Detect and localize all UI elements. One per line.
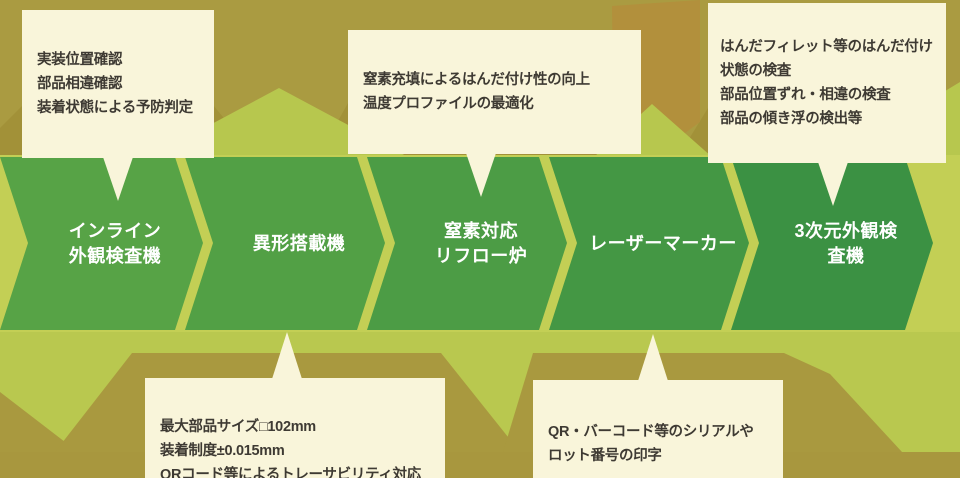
chevron-step-1: [0, 157, 203, 330]
step-label-nitrogen-reflow: 窒素対応 リフロー炉: [434, 221, 528, 266]
hill-shape: [150, 88, 408, 157]
callout-tail-down-icon: [466, 153, 496, 197]
callout-inline-aoi: 実装位置確認 部品相違確認 装着状態による予防判定: [22, 10, 214, 201]
callout-3d-aoi: はんだフィレット等のはんだ付け 状態の検査 部品位置ずれ・相違の検査 部品の傾き…: [708, 3, 946, 206]
chevron-step-3: [367, 157, 567, 330]
callout-tail-up-icon: [272, 332, 302, 379]
step-label-odd-form-placer: 異形搭載機: [252, 233, 346, 254]
step-label-laser-marker: レーザーマーカー: [589, 233, 737, 254]
callout-text: 最大部品サイズ□102mm 装着制度±0.015mm QRコード等によるトレーサ…: [160, 419, 421, 478]
ground-strip: [0, 452, 960, 478]
callout-text: QR・バーコード等のシリアルや ロット番号の印字: [548, 424, 754, 464]
chevron-step-4: [549, 157, 749, 330]
callout-text: 実装位置確認 部品相違確認 装着状態による予防判定: [37, 52, 193, 116]
callout-laser-marker: QR・バーコード等のシリアルや ロット番号の印字: [533, 334, 783, 478]
callout-tail-up-icon: [638, 334, 668, 381]
step-label-3d-aoi: 3次元外観検査機: [794, 221, 898, 266]
callout-odd-form-placer: 最大部品サイズ□102mm 装着制度±0.015mm QRコード等によるトレーサ…: [145, 332, 445, 478]
chevron-step-2: [185, 157, 385, 330]
callout-tail-down-icon: [103, 157, 133, 201]
chevron-step-5: [731, 157, 933, 330]
callout-nitrogen-reflow: 窒素充填によるはんだ付け性の向上 温度プロファイルの最適化: [348, 30, 641, 197]
callout-text: 窒素充填によるはんだ付け性の向上 温度プロファイルの最適化: [363, 72, 590, 112]
mesa-shape: [0, 392, 78, 452]
callout-text: はんだフィレット等のはんだ付け 状態の検査 部品位置ずれ・相違の検査 部品の傾き…: [720, 39, 933, 127]
step-label-inline-aoi: インライン 外観検査機: [68, 221, 162, 266]
callout-tail-down-icon: [818, 162, 848, 206]
